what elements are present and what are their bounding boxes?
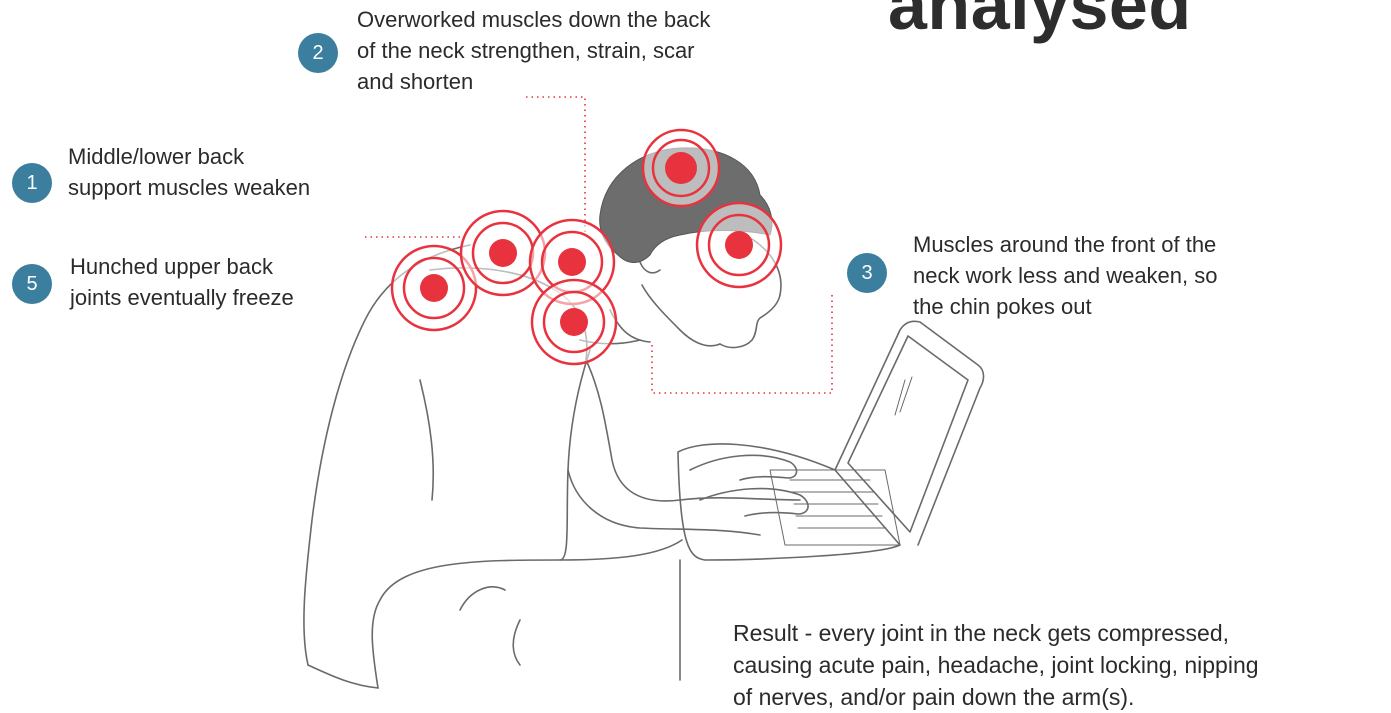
leader-line-3 <box>651 292 833 394</box>
result-line-3: of nerves, and/or pain down the arm(s). <box>733 684 1135 710</box>
callout-3-line-2: neck work less and weaken, so <box>913 263 1218 288</box>
callout-badge-3: 3 <box>847 253 887 293</box>
callout-2-line-1: Overworked muscles down the back <box>357 7 711 32</box>
page-title: analysed <box>888 0 1192 44</box>
callout-3-line-3: the chin pokes out <box>913 294 1092 319</box>
callout-text-2: Overworked muscles down the back of the … <box>357 4 710 97</box>
pain-target-jaw <box>695 201 783 289</box>
pain-target-lower-neck <box>530 278 618 366</box>
pain-target-shoulder-left <box>390 244 478 332</box>
callout-3-line-1: Muscles around the front of the <box>913 232 1217 257</box>
callout-2-line-2: of the neck strengthen, strain, scar <box>357 38 695 63</box>
callout-badge-2: 2 <box>298 33 338 73</box>
pain-targets <box>390 128 783 366</box>
callout-1-line-1: Middle/lower back <box>68 144 245 169</box>
callout-2-line-3: and shorten <box>357 69 474 94</box>
callout-5-line-2: joints eventually freeze <box>70 285 294 310</box>
pain-target-head <box>641 128 721 208</box>
callout-5-line-1: Hunched upper back <box>70 254 274 279</box>
result-line-2: causing acute pain, headache, joint lock… <box>733 652 1259 678</box>
callout-badge-1: 1 <box>12 163 52 203</box>
leader-line-2 <box>526 96 586 235</box>
result-line-1: Result - every joint in the neck gets co… <box>733 620 1230 646</box>
callout-text-3: Muscles around the front of the neck wor… <box>913 229 1218 322</box>
callout-text-5: Hunched upper back joints eventually fre… <box>70 251 294 313</box>
callout-badge-5: 5 <box>12 264 52 304</box>
result-text: Result - every joint in the neck gets co… <box>733 617 1259 713</box>
callout-text-1: Middle/lower back support muscles weaken <box>68 141 310 203</box>
leader-lines <box>365 96 833 394</box>
pain-target-upper-back <box>459 209 547 297</box>
callout-1-line-2: support muscles weaken <box>68 175 311 200</box>
